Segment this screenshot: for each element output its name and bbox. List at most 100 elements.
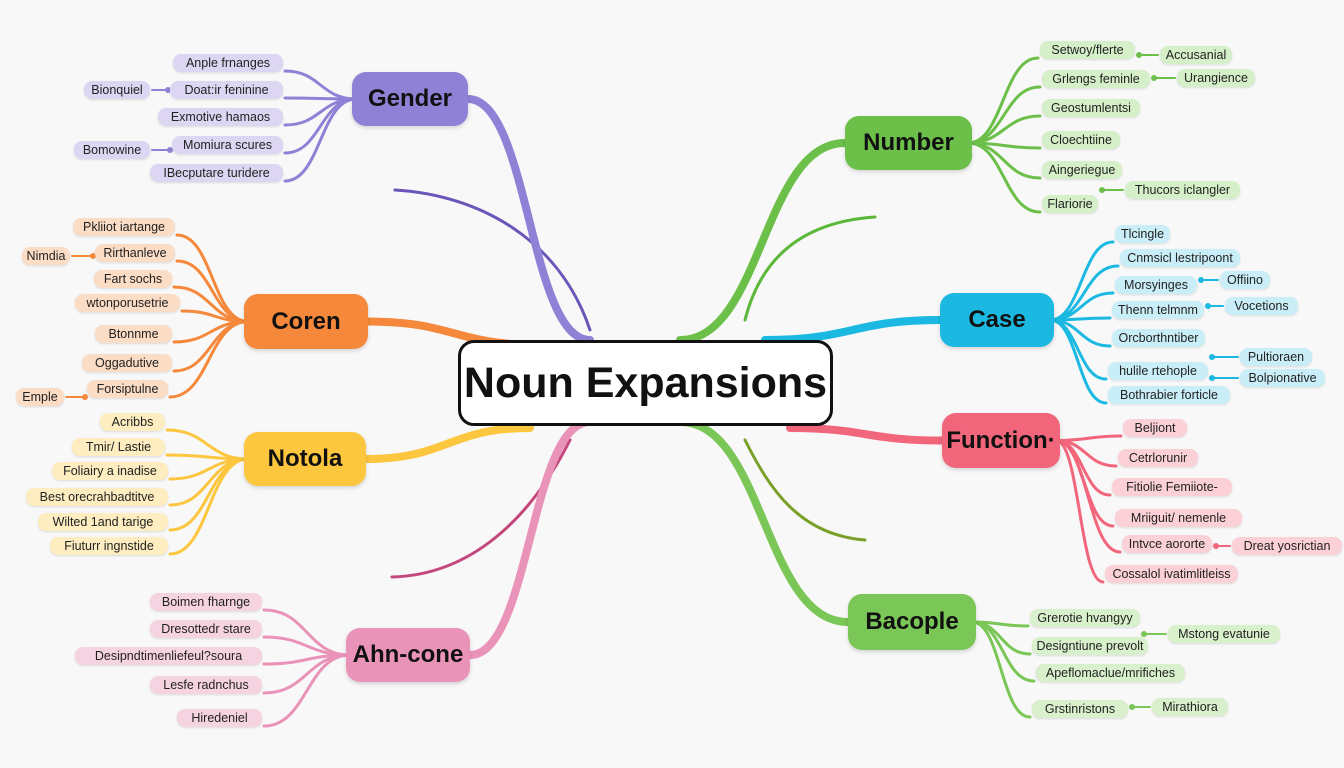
- notola-leaf[interactable]: Fiuturr ingnstide: [50, 537, 168, 555]
- number-leaf[interactable]: Setwoy/flerte: [1040, 41, 1135, 59]
- arrow-head-icon: [90, 253, 96, 259]
- gender-leaf[interactable]: Anple frnanges: [173, 54, 283, 72]
- arrow-head-icon: [1209, 375, 1215, 381]
- gender-leaf[interactable]: Doat:ir feninine: [170, 81, 283, 99]
- arrow-head-icon: [1209, 354, 1215, 360]
- notola-leaf-connector: [168, 457, 250, 507]
- arrow-head-icon: [1141, 631, 1147, 637]
- case-leaf[interactable]: Orcborthntiber: [1112, 329, 1205, 347]
- notola-leaf[interactable]: Foliairy a inadise: [52, 462, 168, 480]
- case-leaf[interactable]: Tlcingle: [1115, 225, 1170, 243]
- case-leaf[interactable]: Bothrabier forticle: [1108, 386, 1230, 404]
- bacople-leaf-connector: [970, 620, 1032, 719]
- ahncone-leaf-connector: [262, 653, 352, 728]
- coren-leaf[interactable]: Forsiptulne: [87, 380, 168, 398]
- function-leaf[interactable]: Cetrlorunir: [1118, 449, 1198, 467]
- case-sub-leaf[interactable]: Bolpionative: [1240, 369, 1325, 387]
- number-leaf[interactable]: Flariorie: [1042, 195, 1098, 213]
- function-leaf-connector: [1054, 439, 1122, 554]
- notola-leaf[interactable]: Best orecrahbadtitve: [26, 488, 168, 506]
- notola-leaf-connector: [168, 457, 250, 556]
- arrow-head-icon: [1136, 52, 1142, 58]
- ahncone-trunk: [466, 418, 594, 659]
- coren-leaf[interactable]: Pkliiot iartange: [73, 218, 175, 236]
- gender-leaf[interactable]: Exmotive hamaos: [158, 108, 283, 126]
- ahncone-leaf[interactable]: Boimen fharnge: [150, 593, 262, 611]
- coren-leaf[interactable]: Fart sochs: [94, 270, 172, 288]
- function-leaf[interactable]: Beljiont: [1123, 419, 1187, 437]
- bacople-leaf[interactable]: Apeflomaclue/mrifiches: [1036, 664, 1185, 682]
- coren-sub-leaf[interactable]: Nimdia: [22, 247, 70, 265]
- number-hub[interactable]: Number: [845, 116, 972, 170]
- number-leaf[interactable]: Geostumlentsi: [1042, 99, 1140, 117]
- notola-trunk: [362, 424, 534, 463]
- ahncone-leaf[interactable]: Hiredeniel: [177, 709, 262, 727]
- case-leaf[interactable]: Morsyinges: [1115, 276, 1197, 294]
- coren-hub[interactable]: Coren: [244, 294, 368, 349]
- function-leaf[interactable]: Fitiolie Femiiote-: [1112, 478, 1232, 496]
- ahncone-leaf-connector: [262, 608, 352, 657]
- notola-hub[interactable]: Notola: [244, 432, 366, 486]
- gender-trunk: [464, 95, 594, 344]
- coren-leaf[interactable]: Oggadutive: [82, 354, 172, 372]
- bacople-hub[interactable]: Bacople: [848, 594, 976, 650]
- ahncone-leaf[interactable]: Desipndtimenliefeul?soura: [75, 647, 262, 665]
- function-leaf[interactable]: Intvce aororte: [1122, 535, 1212, 553]
- gender-leaf-connector: [283, 97, 358, 183]
- gender-leaf[interactable]: IBecputare turidere: [150, 164, 283, 182]
- function-hub[interactable]: Function·: [942, 413, 1060, 468]
- stray-connector: [743, 438, 867, 542]
- coren-leaf-connector: [180, 309, 250, 323]
- case-leaf-connector: [1048, 318, 1108, 405]
- coren-leaf-connector: [172, 320, 250, 373]
- gender-leaf-connector: [283, 97, 358, 155]
- case-leaf[interactable]: hulile rtehople: [1108, 362, 1208, 380]
- ahncone-leaf[interactable]: Lesfe radnchus: [150, 676, 262, 694]
- arrow-head-icon: [167, 147, 173, 153]
- central-topic[interactable]: Noun Expansions: [458, 340, 833, 426]
- case-leaf[interactable]: Thenn telmnm: [1112, 301, 1204, 319]
- number-leaf[interactable]: Grlengs feminle: [1042, 70, 1150, 88]
- bacople-leaf[interactable]: Designtiune prevolt: [1032, 637, 1148, 655]
- ahncone-leaf[interactable]: Dresottedr stare: [150, 620, 262, 638]
- function-leaf[interactable]: Cossalol ivatimlitleiss: [1105, 565, 1238, 583]
- coren-sub-leaf[interactable]: Emple: [16, 388, 64, 406]
- number-sub-leaf[interactable]: Thucors iclangler: [1125, 181, 1240, 199]
- bacople-leaf[interactable]: Grerotie hvangyy: [1030, 609, 1140, 627]
- notola-leaf[interactable]: Acribbs: [100, 413, 165, 431]
- number-sub-leaf[interactable]: Accusanial: [1160, 46, 1232, 64]
- coren-leaf[interactable]: Btonnme: [95, 325, 172, 343]
- stray-connector: [393, 188, 592, 332]
- function-leaf[interactable]: Mriiguit/ nemenle: [1115, 509, 1242, 527]
- arrow-head-icon: [1129, 704, 1135, 710]
- number-trunk: [676, 139, 849, 344]
- coren-leaf-connector: [175, 233, 250, 323]
- gender-leaf-connector: [283, 69, 358, 101]
- bacople-sub-leaf[interactable]: Mirathiora: [1152, 698, 1228, 716]
- notola-leaf[interactable]: Wilted 1and tarige: [38, 513, 168, 531]
- arrow-head-icon: [82, 394, 88, 400]
- number-sub-leaf[interactable]: Urangience: [1177, 69, 1255, 87]
- gender-sub-leaf[interactable]: Bionquiel: [84, 81, 150, 99]
- number-leaf[interactable]: Cloechtiine: [1042, 131, 1120, 149]
- number-leaf[interactable]: Aingeriegue: [1042, 161, 1122, 179]
- function-trunk: [786, 424, 946, 445]
- coren-leaf[interactable]: Rirthanleve: [95, 244, 175, 262]
- stray-connector: [743, 215, 877, 322]
- case-sub-leaf[interactable]: Vocetions: [1225, 297, 1298, 315]
- case-leaf[interactable]: Cnmsicl lestripoont: [1120, 249, 1240, 267]
- function-sub-leaf[interactable]: Dreat yosrictian: [1232, 537, 1342, 555]
- gender-sub-leaf[interactable]: Bomowine: [74, 141, 150, 159]
- case-sub-leaf[interactable]: Offiino: [1220, 271, 1270, 289]
- bacople-leaf[interactable]: Grstinristons: [1032, 700, 1128, 718]
- gender-hub[interactable]: Gender: [352, 72, 468, 126]
- arrow-head-icon: [1213, 543, 1219, 549]
- gender-leaf[interactable]: Momiura scures: [172, 136, 283, 154]
- notola-leaf[interactable]: Tmir/ Lastie: [72, 438, 165, 456]
- bacople-sub-leaf[interactable]: Mstong evatunie: [1168, 625, 1280, 643]
- case-sub-leaf[interactable]: Pultioraen: [1240, 348, 1312, 366]
- ahncone-hub[interactable]: Ahn-cone: [346, 628, 470, 682]
- case-hub[interactable]: Case: [940, 293, 1054, 347]
- coren-leaf[interactable]: wtonporusetrie: [75, 294, 180, 312]
